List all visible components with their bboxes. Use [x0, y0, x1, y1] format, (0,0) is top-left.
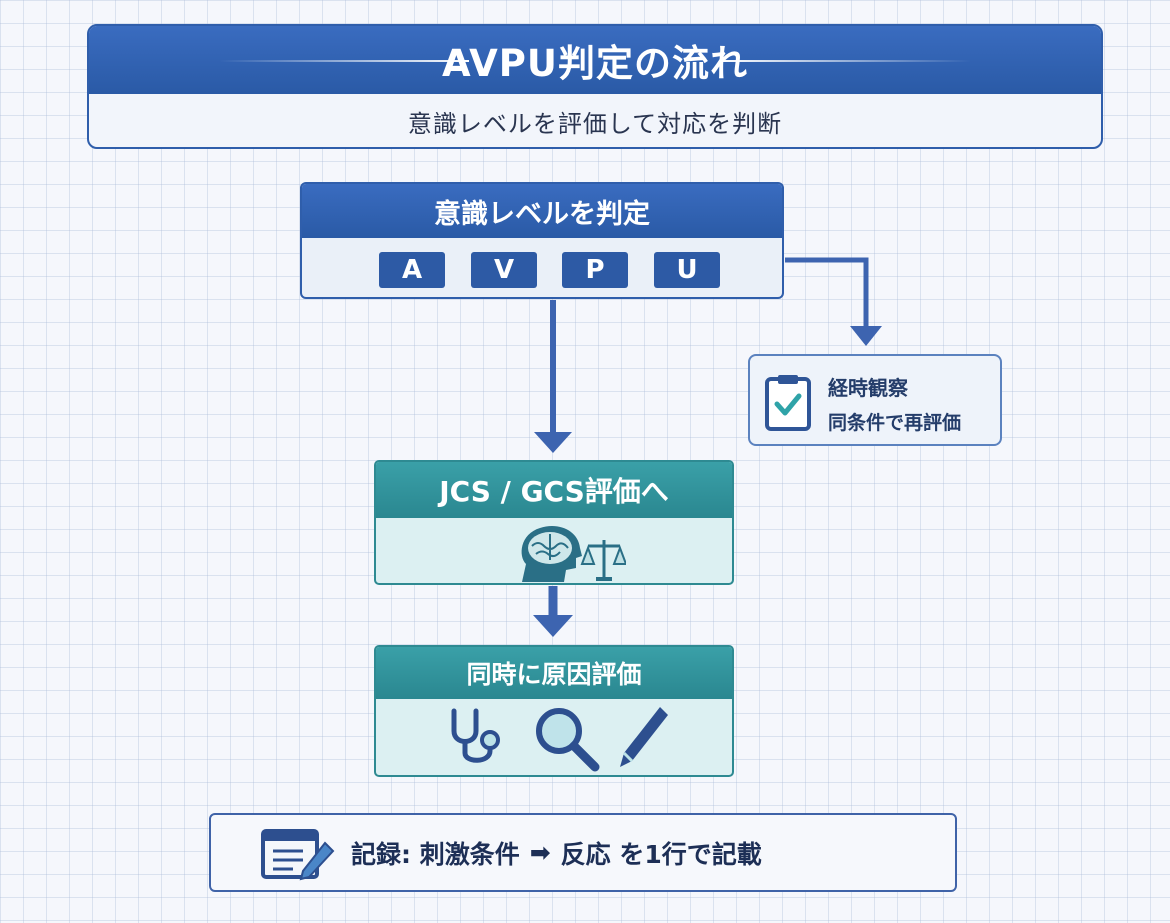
record-arrow: ➡ — [529, 838, 551, 867]
jcs-heading: JCS / GCS評価へ — [376, 462, 732, 518]
title-panel: AVPU判定の流れ 意識レベルを評価して対応を判断 — [87, 24, 1103, 149]
pen-icon — [620, 707, 668, 767]
record-label: 記録: 刺激条件 — [351, 839, 520, 869]
notepad-pen-icon — [261, 829, 335, 881]
page-title: AVPU判定の流れ — [442, 42, 748, 85]
level-v-badge: V — [471, 252, 537, 288]
cause-eval-box: 同時に原因評価 — [374, 645, 734, 777]
title-rule-right — [721, 60, 971, 62]
record-text: 記録: 刺激条件 ➡ 反応 を1行で記載 — [351, 815, 762, 890]
level-u-badge: U — [654, 252, 720, 288]
observe-line-2: 同条件で再評価 — [828, 412, 962, 434]
jcs-gcs-box: JCS / GCS評価へ — [374, 460, 734, 585]
arrow-judge-to-jcs — [534, 300, 572, 453]
stethoscope-icon — [451, 708, 500, 763]
clipboard-check-icon — [765, 375, 811, 431]
judge-level-box: 意識レベルを判定 A V P U — [300, 182, 784, 299]
arrow-jcs-to-cause — [533, 586, 573, 637]
page-subtitle: 意識レベルを評価して対応を判断 — [407, 110, 783, 138]
magnifier-icon — [536, 708, 600, 772]
observe-box: 経時観察 同条件で再評価 — [748, 354, 1002, 446]
cause-heading: 同時に原因評価 — [376, 647, 732, 699]
record-result: 反応 を1行で記載 — [560, 839, 762, 869]
judge-heading: 意識レベルを判定 — [302, 184, 782, 238]
title-rule-left — [219, 60, 469, 62]
arrow-judge-to-observe — [785, 257, 882, 346]
brain-scale-icon — [521, 526, 626, 582]
level-p-badge: P — [562, 252, 628, 288]
observe-line-1: 経時観察 — [828, 376, 908, 400]
level-a-badge: A — [379, 252, 445, 288]
record-box: 記録: 刺激条件 ➡ 反応 を1行で記載 — [209, 813, 957, 892]
